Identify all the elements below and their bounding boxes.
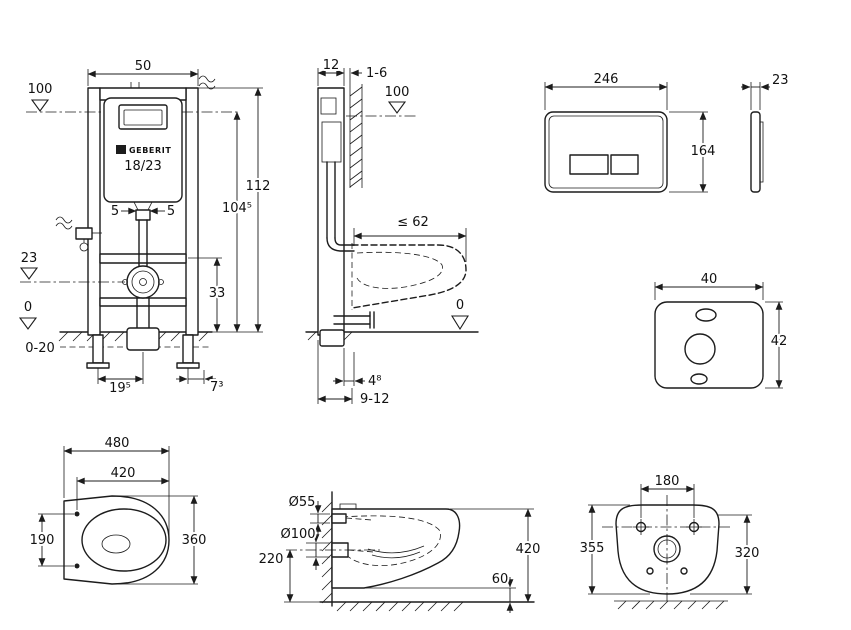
- seat-fixing-hole: [74, 563, 80, 569]
- dim-pan-clearance: 60: [492, 572, 509, 587]
- geberit-logo-icon: [116, 145, 126, 154]
- pad-outlet-hole: [684, 333, 716, 365]
- wc-bolt-bar: [99, 297, 187, 307]
- dim-back-hole-spacing: 180: [655, 474, 680, 489]
- view-flush-plate: 246 164 23: [544, 70, 791, 193]
- inspection-opening: [118, 104, 168, 130]
- cistern-model-label: 18/23: [124, 159, 161, 174]
- fill-valve: [320, 97, 337, 115]
- frame-left-foot: [86, 362, 110, 369]
- frame-right-leg: [182, 334, 194, 364]
- dim-offset-right: 5: [167, 204, 175, 219]
- flush-valve: [321, 121, 342, 163]
- dim-frame-width: 50: [135, 59, 152, 74]
- dim-outlet-height: 220: [259, 552, 284, 567]
- level-0-side-label: 0: [456, 298, 464, 313]
- level-mark-icon: [18, 317, 38, 330]
- pan-rear-outline: [615, 504, 720, 595]
- view-pan-rear: 180 355 320: [578, 472, 761, 610]
- view-frame-side: 100 0 12 1-6 ≤ 62 4⁸ 9-12: [305, 56, 479, 409]
- pan-bowl-rim: [81, 508, 167, 572]
- dim-outlet-height: 33: [209, 286, 226, 301]
- level-mark-icon: [387, 101, 407, 114]
- dim-plate-depth: 23: [772, 73, 789, 88]
- view-pan-top: 480 420 190 360: [28, 434, 208, 585]
- floor-hatch: [617, 600, 725, 610]
- geberit-logo-text: GEBERIT: [129, 146, 171, 155]
- centerlines: [602, 495, 732, 601]
- wall-hatch: [349, 86, 363, 188]
- pan-top-outline: [63, 495, 170, 585]
- seat-fixing-hole: [74, 511, 80, 517]
- level-0-label: 0: [24, 300, 32, 315]
- dim-inlet-dia: Ø55: [289, 495, 316, 510]
- dim-pan-hole-spacing: 190: [30, 533, 55, 548]
- dim-pan-height: 420: [516, 542, 541, 557]
- vibration-waves-icon-left: [55, 216, 73, 230]
- level-mark-icon: [451, 315, 469, 331]
- frame-right-rail: [185, 87, 199, 336]
- dim-back-side-height: 320: [735, 546, 760, 561]
- flush-plate-side-profile: [750, 111, 761, 193]
- sound-insulation-pad: [654, 301, 764, 389]
- hanger-bolts: [130, 82, 140, 88]
- flush-connection-box: [135, 209, 151, 221]
- pan-bowl-inner: [341, 515, 441, 567]
- dim-pan-width: 360: [182, 533, 207, 548]
- dim-floor-offset: 4⁸: [368, 374, 381, 389]
- inspection-opening-inner: [123, 109, 163, 126]
- outlet-hole: [653, 535, 681, 563]
- dim-pad-width: 40: [701, 272, 718, 287]
- flush-button-large: [569, 154, 609, 175]
- outlet-elbow: [319, 329, 345, 347]
- dim-frame-height: 112: [246, 179, 271, 194]
- water-supply-valve: [75, 227, 102, 252]
- wc-crossbar: [99, 253, 187, 264]
- level-mark-icon: [19, 267, 39, 280]
- frame-right-foot: [176, 362, 200, 369]
- dim-pan-length: 480: [105, 436, 130, 451]
- vibration-waves-icon-top: [198, 75, 216, 90]
- floor-hatch: [336, 601, 464, 612]
- frame-left-leg: [92, 334, 104, 364]
- dim-offset-left: 5: [111, 204, 119, 219]
- flush-valve-funnel: [133, 201, 153, 211]
- level-100-label: 100: [28, 82, 53, 97]
- floor-outlet-box: [126, 327, 160, 351]
- frame-left-rail: [87, 87, 101, 336]
- pan-side-outline: [331, 508, 461, 589]
- dim-wall-gap: 1-6: [366, 66, 387, 81]
- view-pan-side: Ø55 Ø100 220 420 60: [257, 491, 542, 613]
- pan-water-spot: [101, 534, 131, 554]
- dim-plate-height: 164: [691, 144, 716, 159]
- flush-plate: [544, 111, 668, 193]
- dim-side-offset: 7³: [210, 380, 223, 395]
- view-frame-front: GEBERIT 18/23 100 23 0 0-20 50 5 5: [18, 57, 273, 398]
- dim-pad-height: 42: [771, 334, 788, 349]
- flush-button-small: [610, 154, 639, 175]
- dim-outlet-dia: Ø100: [280, 527, 315, 542]
- dim-frame-depth: 12: [323, 58, 340, 73]
- dim-pan-inner-length: 420: [111, 466, 136, 481]
- dim-plate-width: 246: [594, 72, 619, 87]
- dim-foot-offset: 19⁵: [109, 381, 131, 396]
- floor-range-label: 0-20: [25, 341, 55, 356]
- dim-frame-height-alt: 104⁵: [222, 201, 252, 216]
- wc-pan-outline-dashed: [351, 244, 467, 309]
- dim-back-height: 355: [580, 541, 605, 556]
- wall-hatch: [321, 501, 333, 604]
- level-23-label: 23: [21, 251, 38, 266]
- inlet-stub: [331, 513, 347, 524]
- dim-max-depth: ≤ 62: [397, 215, 429, 230]
- view-sound-pad: 40 42: [654, 270, 789, 389]
- dim-pipe-range: 9-12: [360, 392, 390, 407]
- level-mark-icon: [30, 99, 50, 112]
- level-100-side-label: 100: [385, 85, 410, 100]
